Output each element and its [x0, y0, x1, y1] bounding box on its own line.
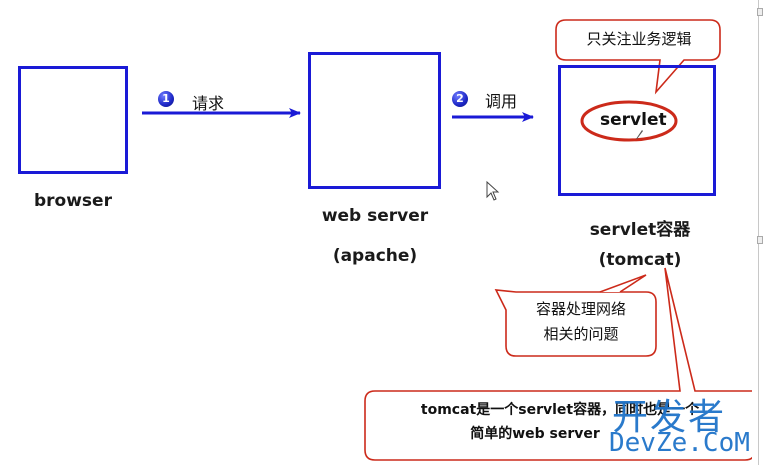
servlet-ellipse [580, 100, 678, 142]
watermark-cn: 开发者 [612, 397, 727, 438]
pen-icon [636, 130, 643, 139]
step-1-badge: 1 [158, 91, 174, 107]
request-label: 请求 [192, 94, 225, 113]
servlet-container-sublabel: (tomcat) [598, 250, 682, 270]
scroll-marker[interactable] [757, 236, 763, 244]
scroll-marker[interactable] [757, 8, 763, 16]
callout-tomcat-line1: tomcat是一个servlet容器，同时也是一个 [420, 402, 700, 418]
callout-network-shape [494, 289, 657, 357]
servlet-container-label: servlet容器 [589, 220, 691, 240]
callout-business-logic-text: 只关注业务逻辑 [586, 30, 692, 48]
web-server-sublabel: (apache) [332, 246, 418, 266]
callout-network-line1: 容器处理网络 [535, 300, 626, 318]
callout-tomcat-line2: 简单的web server [470, 426, 600, 442]
cursor-icon [486, 180, 500, 201]
callout-network-line2: 相关的问题 [543, 325, 619, 343]
web-server-label: web server [321, 206, 429, 226]
callout-business-logic-shape [555, 19, 721, 95]
browser-box [18, 66, 128, 174]
servlet-container-box [558, 65, 716, 196]
servlet-inner-label: servlet [600, 110, 667, 130]
window-right-edge [752, 0, 765, 465]
callout-network-tail [599, 274, 647, 293]
watermark-en: DevZe.CoM [609, 428, 750, 458]
invoke-label: 调用 [485, 92, 518, 111]
browser-label: browser [34, 191, 112, 211]
step-2-badge: 2 [452, 91, 468, 107]
web-server-box [308, 52, 441, 189]
